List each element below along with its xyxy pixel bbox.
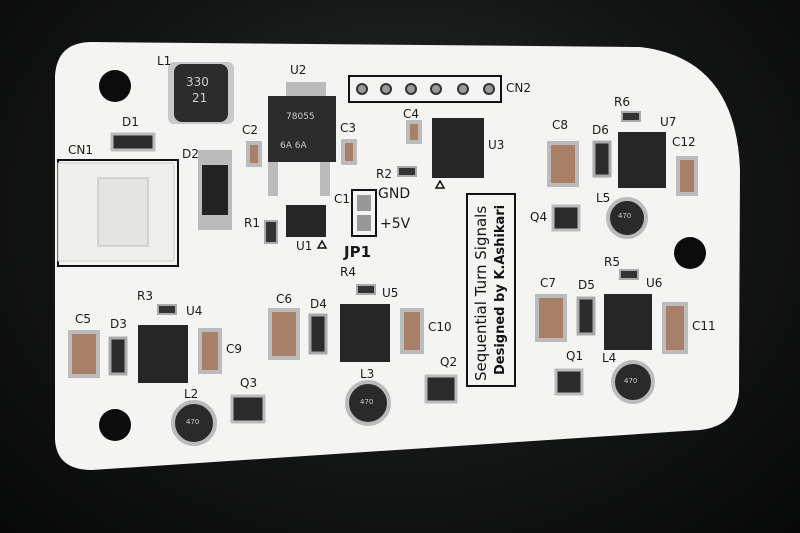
label-GND: GND bbox=[378, 186, 411, 202]
label-L2: L2 bbox=[184, 387, 199, 401]
label-C9: C9 bbox=[226, 342, 243, 356]
label-C12: C12 bbox=[672, 135, 696, 149]
label-D5: D5 bbox=[578, 278, 595, 292]
l2-marking: 470 bbox=[186, 418, 200, 426]
label-C3: C3 bbox=[340, 121, 357, 135]
board-credit: Designed by K.Ashikari bbox=[493, 204, 508, 375]
triangle-marker bbox=[316, 179, 446, 249]
label-C8: C8 bbox=[552, 118, 569, 132]
label-Q4: Q4 bbox=[530, 210, 548, 224]
transistors bbox=[230, 204, 584, 424]
l1-marking: 330 bbox=[186, 75, 209, 89]
label-CN2: CN2 bbox=[506, 81, 531, 95]
label-U4: U4 bbox=[186, 304, 203, 318]
u2-regulator bbox=[268, 96, 336, 162]
label-C7: C7 bbox=[540, 276, 557, 290]
label-C1: C1 bbox=[334, 192, 351, 206]
label-U6: U6 bbox=[646, 276, 663, 290]
label-L1: L1 bbox=[157, 54, 172, 68]
board-title: Sequential Turn Signals bbox=[472, 205, 490, 381]
label-C5: C5 bbox=[75, 312, 92, 326]
label-D1: D1 bbox=[122, 115, 139, 129]
label-Q1: Q1 bbox=[566, 349, 584, 363]
l4-marking: 470 bbox=[624, 377, 638, 385]
label-U3: U3 bbox=[488, 138, 505, 152]
label-R3: R3 bbox=[137, 289, 153, 303]
u1-chip bbox=[286, 205, 326, 237]
l3-marking: 470 bbox=[360, 398, 374, 406]
label-L4: L4 bbox=[602, 351, 617, 365]
u2-marking-2: 6A 6A bbox=[280, 141, 307, 151]
label-Q2: Q2 bbox=[440, 355, 458, 369]
label-U7: U7 bbox=[660, 115, 677, 129]
label-CN1: CN1 bbox=[68, 143, 93, 157]
label-D2: D2 bbox=[182, 147, 199, 161]
u5-chip bbox=[340, 304, 390, 362]
u6-chip bbox=[604, 294, 652, 350]
label-C11: C11 bbox=[692, 319, 716, 333]
label-L3: L3 bbox=[360, 367, 375, 381]
label-R2: R2 bbox=[376, 167, 392, 181]
label-D4: D4 bbox=[310, 297, 327, 311]
mounting-hole bbox=[674, 237, 706, 269]
label-U2: U2 bbox=[290, 63, 307, 77]
label-C4: C4 bbox=[403, 107, 420, 121]
label-Q3: Q3 bbox=[240, 376, 258, 390]
d1-diode bbox=[110, 132, 156, 152]
cn2-pins bbox=[356, 83, 495, 95]
label-R1: R1 bbox=[244, 216, 260, 230]
jp1-outline bbox=[351, 189, 377, 237]
u3-chip bbox=[432, 118, 484, 178]
label-C6: C6 bbox=[276, 292, 293, 306]
label-5V: +5V bbox=[380, 216, 411, 232]
capacitors bbox=[68, 120, 698, 378]
label-R6: R6 bbox=[614, 95, 630, 109]
label-D3: D3 bbox=[110, 317, 127, 331]
label-C2: C2 bbox=[242, 123, 259, 137]
label-JP1: JP1 bbox=[344, 243, 372, 261]
label-U5: U5 bbox=[382, 286, 399, 300]
mounting-hole bbox=[99, 70, 131, 102]
mounting-hole bbox=[99, 409, 131, 441]
l1-marking-2: 21 bbox=[192, 91, 208, 105]
u4-chip bbox=[138, 325, 188, 383]
label-R5: R5 bbox=[604, 255, 620, 269]
label-U1: U1 bbox=[296, 239, 313, 253]
u2-marking: 78055 bbox=[286, 112, 315, 122]
resistors bbox=[157, 111, 641, 315]
diodes-small bbox=[108, 140, 612, 376]
power-inductors bbox=[171, 197, 655, 446]
label-L5: L5 bbox=[596, 191, 611, 205]
board-title-box: Sequential Turn Signals Designed by K.As… bbox=[466, 193, 516, 387]
label-R4: R4 bbox=[340, 265, 356, 279]
u7-chip bbox=[618, 132, 666, 188]
label-C10: C10 bbox=[428, 320, 452, 334]
cn2-header-outline bbox=[348, 75, 502, 103]
label-D6: D6 bbox=[592, 123, 609, 137]
l5-marking: 470 bbox=[618, 212, 632, 220]
